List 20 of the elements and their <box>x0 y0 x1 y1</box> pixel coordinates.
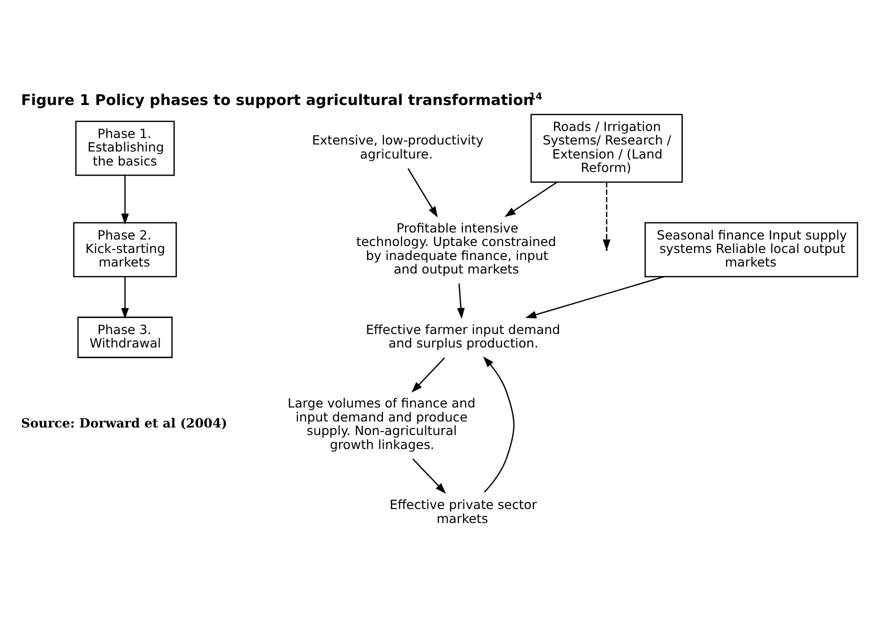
arrow <box>412 357 445 393</box>
node-box: Phase 2. Kick-starting markets <box>73 222 177 278</box>
caption: Source: Dorward et al (2004) <box>20 415 228 430</box>
arrow <box>457 284 465 319</box>
node-text: Extensive, low-productivity agriculture. <box>312 132 484 162</box>
node-box: Phase 3. Withdrawal <box>77 316 173 358</box>
arrow <box>121 175 129 225</box>
node-box: Roads / Irrigation Systems/ Research / Extension / (Land Reform) <box>530 114 683 183</box>
node-box: Seasonal finance Input supply systems Reliable local output markets <box>644 222 858 278</box>
arrow <box>525 276 664 318</box>
arrow <box>412 458 446 494</box>
node-text: Effective farmer input demand and surplus production. <box>366 322 560 351</box>
arrow <box>121 276 129 320</box>
node-box: Phase 1. Establishing the basics <box>75 120 175 176</box>
arrow <box>483 356 514 493</box>
arrow <box>504 182 558 217</box>
arrow <box>408 168 438 218</box>
node-text: Effective private sector markets <box>390 497 537 526</box>
node-text: Profitable intensive technology. Uptake constrained by inadequate finance, input and output markets <box>356 220 556 277</box>
node-text: Large volumes of finance and input demand and produce supply. Non-agricultural growth linkages. <box>288 396 476 452</box>
